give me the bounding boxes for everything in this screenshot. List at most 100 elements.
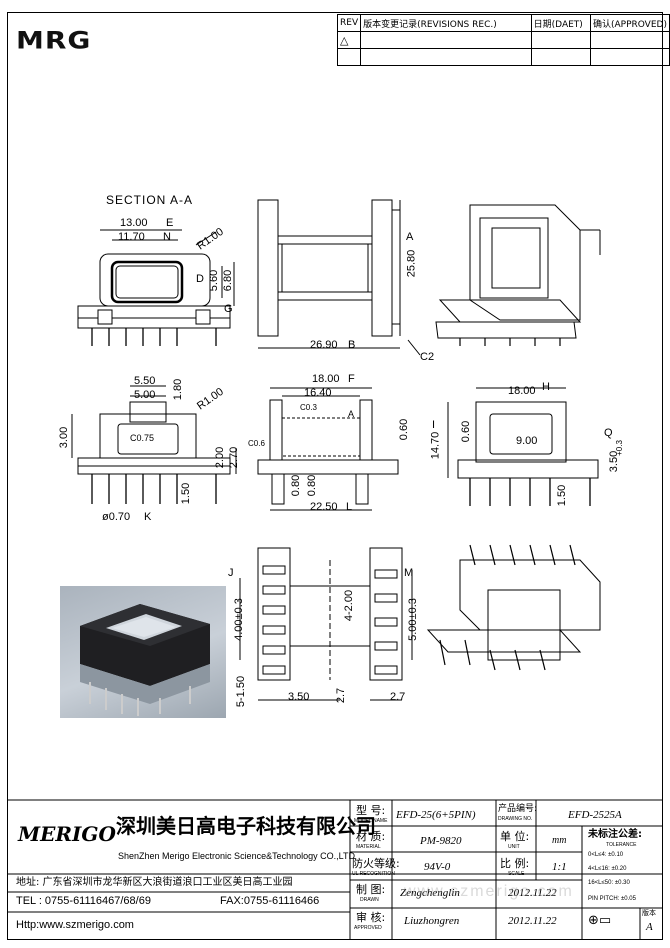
approved-by-value: Liuzhongren bbox=[404, 915, 460, 927]
tolerance-en: TOLERANCE bbox=[606, 842, 637, 848]
dim-0-80-b: 0.80 bbox=[306, 474, 319, 497]
callout-n: G bbox=[224, 303, 233, 315]
title-block-lines bbox=[7, 799, 663, 940]
dim-25-80: 25.80 bbox=[405, 249, 418, 278]
version-value: A bbox=[646, 921, 653, 933]
dim-2-7-b: 2.7 bbox=[390, 691, 406, 703]
revision-table: REV 版本变更记录(REVISIONS REC.) 日期(DAET) 确认(A… bbox=[336, 14, 670, 66]
dim-3-50-b: 3.50 bbox=[288, 691, 310, 703]
scale-value: 1:1 bbox=[552, 861, 567, 873]
dim-6-80: 6.80 bbox=[222, 269, 235, 292]
section-label: SECTION A-A bbox=[106, 193, 194, 207]
tolerance-row-4: PIN PITCH: ±0.05 bbox=[588, 896, 636, 902]
rev-triangle-icon: △ bbox=[336, 31, 362, 49]
dim-4-00: 4.00±0.3 bbox=[232, 598, 245, 641]
address-text: 地址: 广东省深圳市龙华新区大浪街道浪口工业区美日高工业园 bbox=[16, 877, 293, 888]
callout-f: F bbox=[348, 373, 355, 385]
website-link[interactable]: Http:www.szmerigo.com bbox=[16, 919, 134, 931]
tolerance-row-2: 4<L≤16: ±0.20 bbox=[588, 866, 627, 872]
scale-label: 比 例: bbox=[500, 857, 530, 870]
dim-5-60: 5.60 bbox=[208, 269, 221, 292]
tel-text: TEL : 0755-61116467/68/69 bbox=[16, 895, 151, 907]
watermark-text: www.szmerigo.com bbox=[404, 883, 574, 900]
side-view bbox=[71, 385, 237, 504]
drawing-no-label: 产品编号: bbox=[498, 804, 538, 814]
dim-5-00-b: 5.00±0.3 bbox=[406, 598, 419, 641]
material-label: 材 质: bbox=[356, 830, 386, 843]
callout-k: M bbox=[404, 567, 414, 579]
dim-1-50-b: 1.50 bbox=[556, 484, 569, 507]
dim-c2: C2 bbox=[420, 351, 435, 363]
callout-m: E bbox=[166, 217, 174, 229]
dim-5-50: 5.50 bbox=[134, 375, 156, 387]
dim-14-70: 14.70 bbox=[429, 431, 442, 460]
model-label-en: MODEL NAME bbox=[354, 818, 388, 824]
model-value: EFD-25(6+5PIN) bbox=[396, 809, 476, 821]
dim-0-60-a: 0.60 bbox=[398, 418, 411, 441]
callout-h: I bbox=[432, 419, 436, 431]
dim-c0-6: C0.6 bbox=[248, 439, 265, 448]
dim-c0-3: C0.3 bbox=[300, 403, 317, 412]
tolerance-row-3: 16<L≤50: ±0.30 bbox=[588, 880, 630, 886]
ul-label: 防火等级: bbox=[352, 857, 400, 870]
dim-2-70: 2.70 bbox=[228, 446, 241, 469]
dim-18-00-a: 18.00 bbox=[312, 373, 340, 385]
callout-g: D bbox=[196, 273, 204, 285]
section-mark-a: A bbox=[348, 409, 355, 419]
callout-i: K bbox=[144, 511, 152, 523]
section-view bbox=[77, 229, 235, 346]
callout-a: A bbox=[406, 231, 414, 243]
drawn-by-value: Zengchenglin bbox=[400, 887, 460, 899]
dim-4-2-00: 4-2.00 bbox=[343, 589, 356, 622]
drawn-date: 2012.11.22 bbox=[508, 887, 557, 899]
dim-9-00: 9.00 bbox=[516, 435, 538, 447]
drawn-label-en: DRAWN bbox=[360, 897, 379, 903]
company-name-en: ShenZhen Merigo Electronic Science&Techn… bbox=[118, 851, 355, 861]
center-section-view bbox=[257, 387, 399, 511]
product-render-image bbox=[60, 586, 226, 718]
top-view bbox=[239, 547, 413, 701]
dim-3-00: 3.00 bbox=[58, 426, 71, 449]
mrg-logo: MRG bbox=[16, 26, 92, 55]
approved-label: 审 核: bbox=[356, 911, 386, 924]
material-value: PM-9820 bbox=[420, 835, 462, 847]
dim-2-00: 2.00 bbox=[214, 446, 227, 469]
unit-label-en: UNIT bbox=[508, 844, 520, 850]
callout-q: Q bbox=[604, 427, 613, 439]
dim-0-60-b: 0.60 bbox=[460, 420, 473, 443]
approved-date: 2012.11.22 bbox=[508, 915, 557, 927]
projection-symbol-icon: ⊕▭ bbox=[588, 913, 612, 928]
company-name-cn: 深圳美日高电子科技有限公司 bbox=[116, 814, 376, 838]
dim-11-70: 11.70 bbox=[118, 231, 145, 243]
scale-label-en: SCALE bbox=[508, 871, 525, 877]
dim-c0-75: C0.75 bbox=[130, 433, 155, 443]
callout-b: B bbox=[348, 339, 356, 351]
fax-text: FAX:0755-61116466 bbox=[220, 895, 320, 907]
unit-value: mm bbox=[552, 835, 567, 846]
material-label-en: MATERIAL bbox=[356, 844, 381, 850]
tolerance-title: 未标注公差: bbox=[588, 829, 642, 840]
dim-13-00: 13.00 bbox=[120, 217, 148, 229]
dim-5-1-50: 5-1.50 bbox=[235, 675, 248, 708]
model-label: 型 号: bbox=[356, 804, 386, 817]
dim-5-00: 5.00 bbox=[134, 389, 156, 401]
version-label: 版本 bbox=[642, 909, 656, 917]
merigo-brand-logo: MERIGO bbox=[18, 822, 116, 846]
ul-label-en: UL RECOGNITION bbox=[352, 871, 395, 877]
approved-label-en: APPROVED bbox=[354, 925, 382, 931]
callout-j: J bbox=[228, 567, 234, 579]
ul-value: 94V-0 bbox=[424, 861, 451, 873]
dim-18-00-b: 18.00 bbox=[508, 385, 536, 397]
dim-1-80: 1.80 bbox=[172, 378, 185, 401]
dim-16-40: 16.40 bbox=[304, 387, 332, 399]
dim-0-80-a: 0.80 bbox=[290, 474, 303, 497]
drawing-sheet-border bbox=[7, 12, 663, 940]
dim-22-50: 22.50 bbox=[310, 501, 338, 513]
end-view bbox=[447, 387, 599, 506]
front-view bbox=[257, 199, 421, 356]
callout-d: H bbox=[542, 381, 550, 393]
isometric-view-bottom bbox=[426, 544, 601, 671]
drawing-no-value: EFD-2525A bbox=[568, 809, 622, 821]
callout-e: N bbox=[163, 231, 171, 243]
